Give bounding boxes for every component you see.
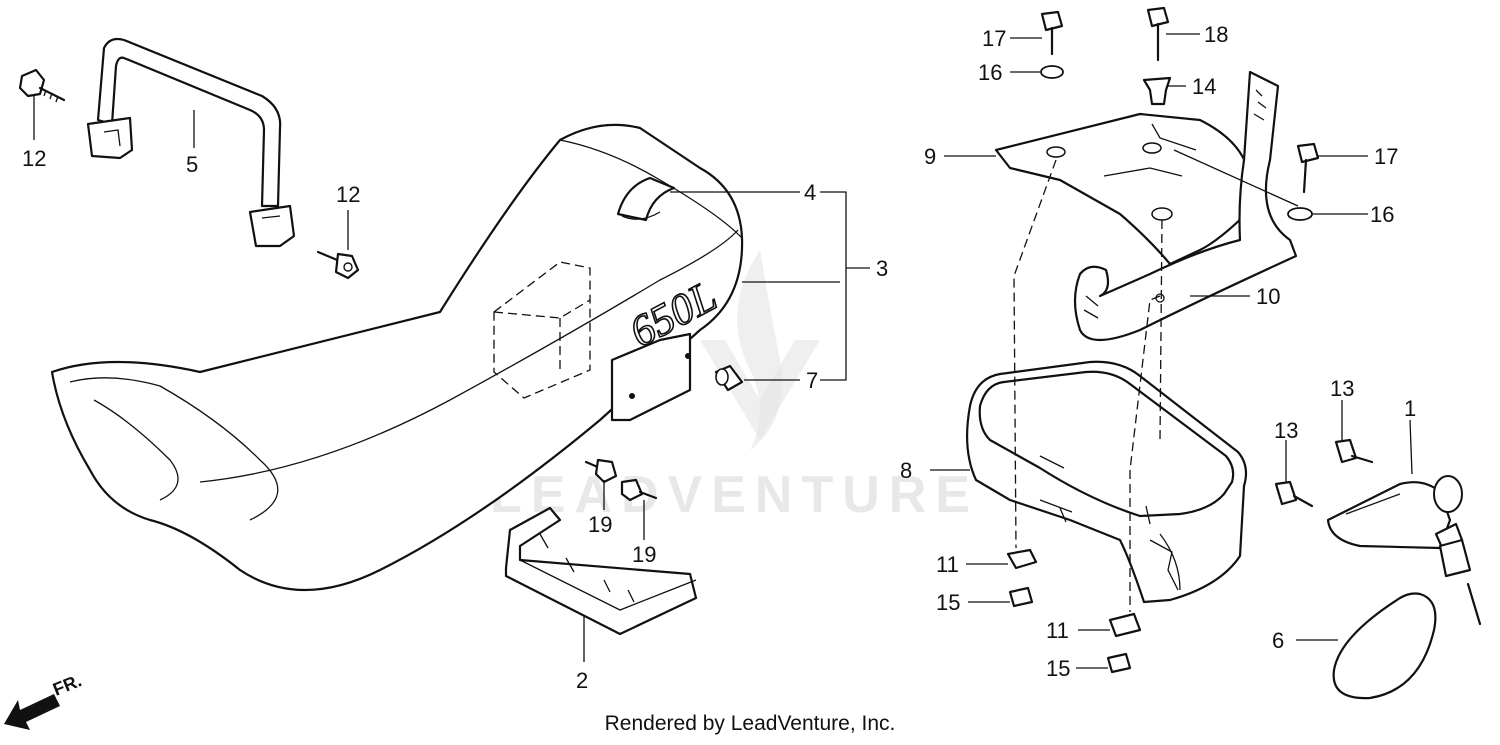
callout-16b: 16 bbox=[1370, 202, 1394, 227]
nut-11a bbox=[1006, 548, 1038, 570]
bolt-19b bbox=[620, 478, 658, 502]
bolt-12b bbox=[316, 250, 360, 280]
front-arrow-icon bbox=[4, 694, 60, 730]
callout-14: 14 bbox=[1192, 74, 1216, 99]
bolt-12a bbox=[18, 68, 66, 103]
callout-19b: 19 bbox=[632, 542, 656, 567]
alignment-lines bbox=[1013, 159, 1163, 612]
callout-13a: 13 bbox=[1330, 376, 1354, 401]
part-seat-guard bbox=[504, 506, 698, 636]
bolt-18 bbox=[1146, 6, 1170, 62]
bolt-17b bbox=[1296, 142, 1320, 194]
callout-1: 1 bbox=[1404, 396, 1416, 421]
callout-12b: 12 bbox=[336, 182, 360, 207]
callout-19a: 19 bbox=[588, 512, 612, 537]
bolt-17a bbox=[1040, 10, 1064, 56]
bolt-13b bbox=[1274, 480, 1314, 508]
part-seat: 650L bbox=[50, 123, 744, 591]
callout-2: 2 bbox=[576, 668, 588, 693]
nut-15b bbox=[1106, 652, 1132, 674]
callout-3: 3 bbox=[876, 256, 888, 281]
callout-13b: 13 bbox=[1274, 418, 1298, 443]
washer-16b bbox=[1287, 207, 1313, 221]
front-label: FR. bbox=[50, 670, 84, 699]
callout-7: 7 bbox=[806, 368, 818, 393]
part-grab-rail bbox=[86, 37, 296, 248]
leader-lines bbox=[33, 33, 1413, 669]
part-tool-bag bbox=[966, 360, 1248, 604]
callout-17b: 17 bbox=[1374, 144, 1398, 169]
part-lock bbox=[1326, 475, 1482, 626]
callout-15b: 15 bbox=[1046, 656, 1070, 681]
collar-14 bbox=[1142, 76, 1172, 106]
part-strap bbox=[1073, 70, 1298, 341]
bolt-19a bbox=[584, 458, 618, 484]
callout-8: 8 bbox=[900, 458, 912, 483]
callout-11b: 11 bbox=[1046, 618, 1069, 643]
washer-16a bbox=[1040, 65, 1064, 79]
callout-18: 18 bbox=[1204, 22, 1228, 47]
callout-17a: 17 bbox=[982, 26, 1006, 51]
part-collar bbox=[714, 364, 744, 392]
nut-11b bbox=[1108, 612, 1142, 638]
part-cable bbox=[1332, 592, 1437, 700]
bolt-13a bbox=[1334, 438, 1374, 464]
nut-15a bbox=[1008, 586, 1034, 608]
callout-16a: 16 bbox=[978, 60, 1002, 85]
callout-5: 5 bbox=[186, 152, 198, 177]
callout-12a: 12 bbox=[22, 146, 46, 171]
callout-9: 9 bbox=[924, 144, 936, 169]
watermark-text: LEADVENTURE bbox=[490, 466, 979, 524]
part-seat-tab bbox=[616, 176, 676, 222]
callout-10: 10 bbox=[1256, 284, 1280, 309]
callout-6: 6 bbox=[1272, 628, 1284, 653]
callout-4: 4 bbox=[804, 180, 816, 205]
render-credit: Rendered by LeadVenture, Inc. bbox=[604, 712, 896, 735]
callouts: 12 5 12 4 3 7 19 19 2 17 18 16 14 9 17 1… bbox=[22, 22, 1416, 693]
callout-15a: 15 bbox=[936, 590, 960, 615]
callout-11a: 11 bbox=[936, 552, 959, 577]
part-carrier-plate bbox=[994, 112, 1252, 266]
